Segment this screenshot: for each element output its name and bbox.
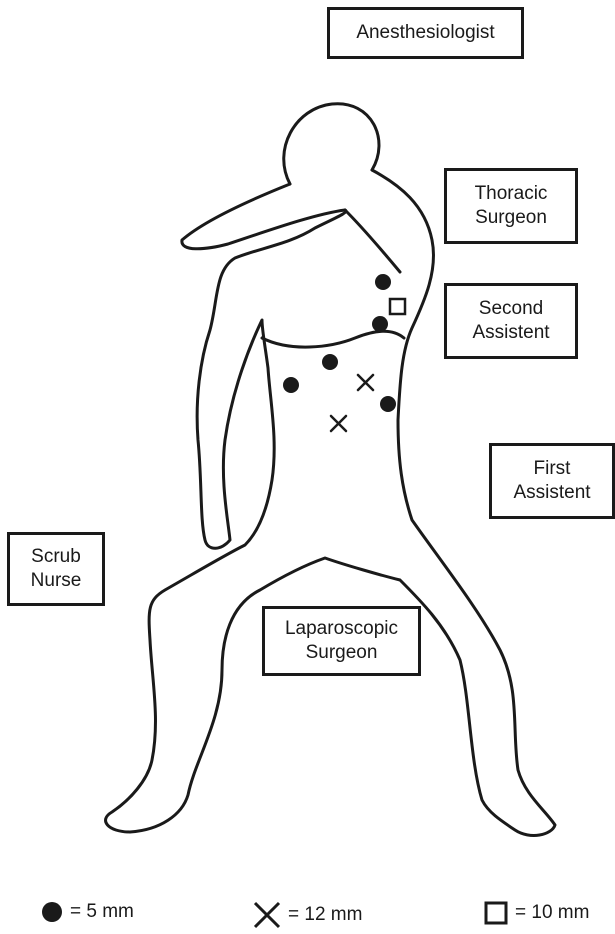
port-5mm-4 <box>283 377 299 393</box>
laparoscopic-surgeon-box: Laparoscopic Surgeon <box>262 606 421 676</box>
anesthesiologist-box: Anesthesiologist <box>327 7 524 59</box>
scrub-nurse-box: Scrub Nurse <box>7 532 105 606</box>
patient-outline-diagram <box>0 0 615 880</box>
scrub-nurse-label: Scrub Nurse <box>31 545 82 593</box>
legend-12mm-label: = 12 mm <box>288 904 362 926</box>
port-10mm <box>390 299 405 314</box>
laparoscopic-surgeon-label: Laparoscopic Surgeon <box>285 617 398 665</box>
port-5mm-2 <box>372 316 388 332</box>
legend-10mm: = 10 mm <box>483 900 589 926</box>
port-5mm-1 <box>375 274 391 290</box>
second-assistent-box: Second Assistent <box>444 283 578 359</box>
patient-costal-margin <box>262 331 404 347</box>
port-5mm-3 <box>322 354 338 370</box>
port-12mm-2 <box>331 416 346 431</box>
patient-raised-arm <box>182 184 345 249</box>
legend-12mm: = 12 mm <box>252 900 362 930</box>
port-5mm-5 <box>380 396 396 412</box>
patient-shoulder-line <box>345 210 400 272</box>
anesthesiologist-label: Anesthesiologist <box>356 21 494 45</box>
x-cross-icon <box>252 900 282 930</box>
legend-5mm: = 5 mm <box>40 900 134 924</box>
thoracic-surgeon-label: Thoracic Surgeon <box>475 182 548 230</box>
legend-5mm-label: = 5 mm <box>70 901 134 923</box>
first-assistent-label: First Assistent <box>513 457 590 505</box>
patient-head <box>284 104 379 184</box>
first-assistent-box: First Assistent <box>489 443 615 519</box>
second-assistent-label: Second Assistent <box>472 297 549 345</box>
open-square-icon <box>483 900 509 926</box>
patient-torso <box>106 170 555 835</box>
port-12mm-1 <box>358 375 373 390</box>
thoracic-surgeon-box: Thoracic Surgeon <box>444 168 578 244</box>
legend-10mm-label: = 10 mm <box>515 902 589 924</box>
filled-circle-icon <box>40 900 64 924</box>
